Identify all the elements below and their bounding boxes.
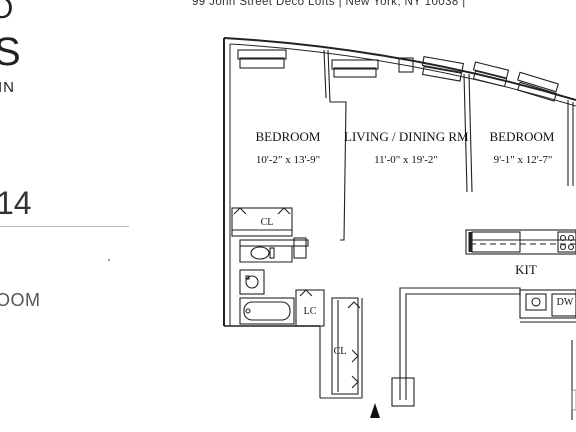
logo-letter-top: O — [0, 0, 14, 25]
entry-arrow-icon — [370, 403, 380, 418]
kitchen-label: KIT — [515, 262, 537, 277]
unit-number: 14 — [0, 185, 32, 221]
logo-letter-mid: S — [0, 30, 21, 74]
sidebar-dot — [108, 259, 110, 261]
room-dims-bedroom-left: 10'-2" x 13'-9" — [255, 154, 321, 166]
sidebar-divider — [0, 226, 129, 227]
room-name-bedroom-right: BEDROOM — [489, 129, 555, 144]
linen-closet-label: LC — [303, 306, 317, 317]
unit-type: OOM — [0, 290, 41, 310]
room-name-living: LIVING / DINING RM — [344, 129, 469, 144]
dishwasher-label: DW — [556, 297, 574, 308]
room-dims-living: 11'-0" x 19'-2" — [374, 154, 438, 166]
address-header: 99 John Street Deco Lofts | New York, NY… — [192, 0, 466, 8]
closet-label-top: CL — [260, 217, 274, 228]
room-dims-bedroom-right: 9'-1" x 12'-7" — [493, 154, 553, 166]
closet-label-hall: CL — [333, 346, 347, 357]
logo-letter-bottom: IN — [0, 79, 15, 96]
room-name-bedroom-left: BEDROOM — [255, 129, 321, 144]
